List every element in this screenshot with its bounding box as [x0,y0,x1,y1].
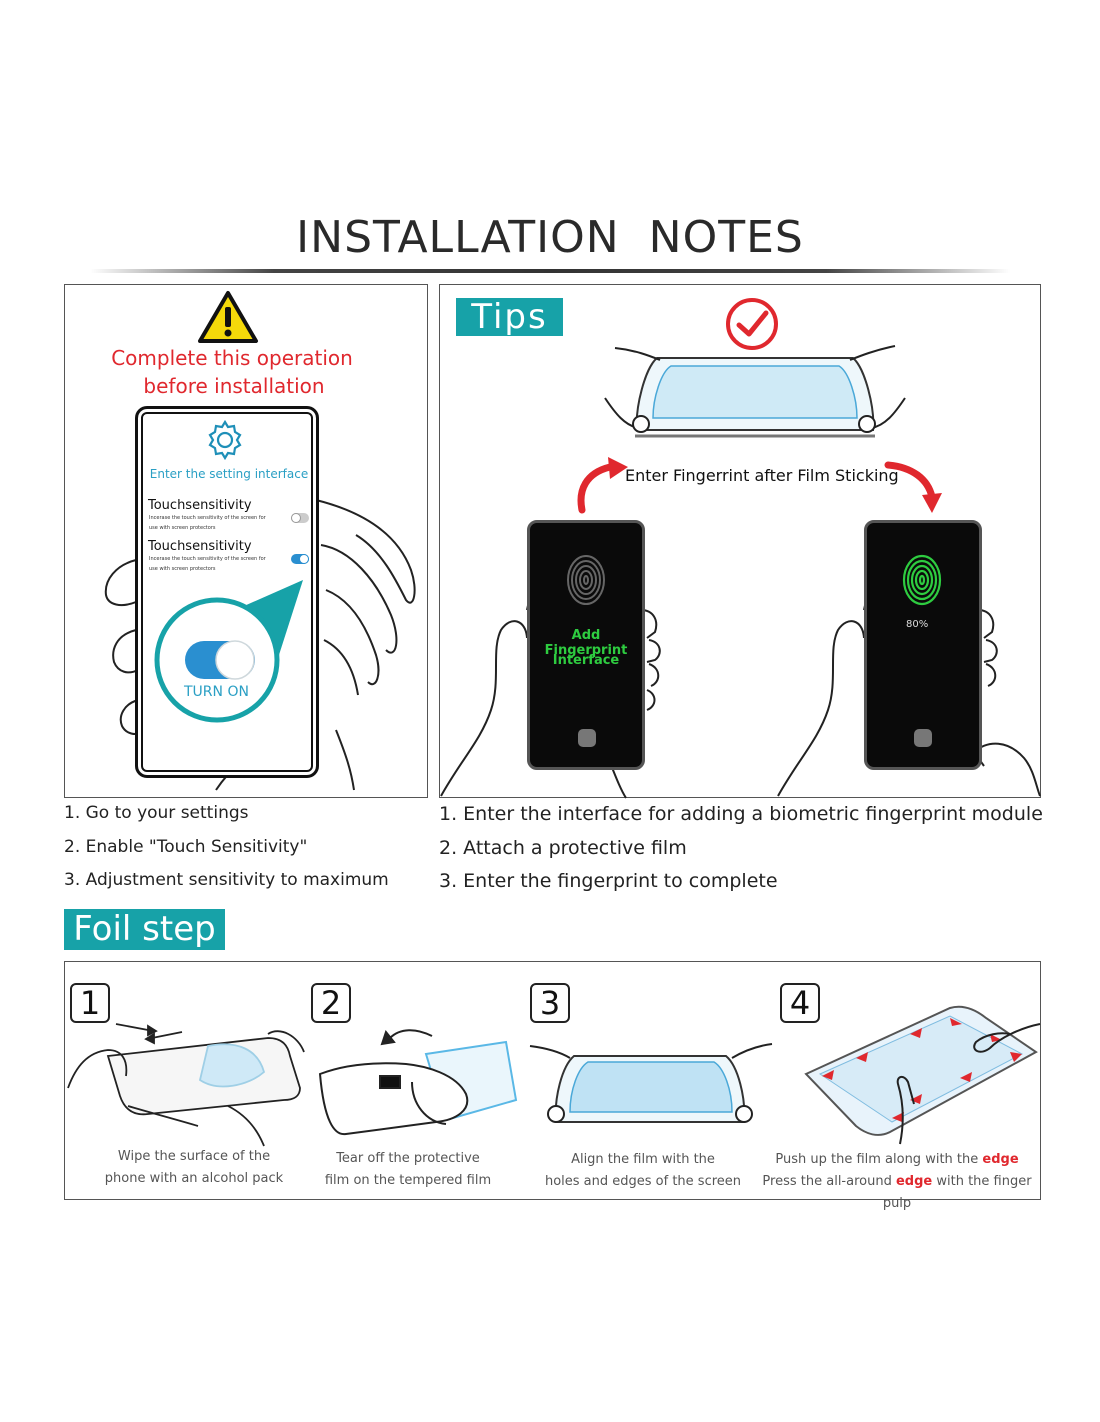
step-number-1: 1 [70,983,110,1023]
page-title: INSTALLATION NOTES [296,212,804,263]
home-fingerprint-button-2[interactable] [914,729,932,747]
step-4-caption: Push up the film along with the edge Pre… [762,1152,1032,1211]
fingerprint-icon-gray [567,555,605,605]
arrow-caption: Enter Fingerrint after Film Sticking [625,466,899,485]
touch-sensitivity-desc-1a: Incerase the touch sensitivity of the sc… [149,515,266,521]
touch-sensitivity-title-2: Touchsensitivity [148,539,252,554]
tips-badge: Tips [456,298,563,336]
step-number-4: 4 [780,983,820,1023]
settings-step-1: 1. Go to your settings [64,803,249,823]
warning-text-line2: before installation [143,374,325,398]
toggle-off[interactable] [291,513,309,523]
curved-arrow-right-icon [884,461,942,513]
tips-steps: 1. Enter the interface for adding a biom… [439,803,1043,904]
home-fingerprint-button[interactable] [578,729,596,747]
toggle-on[interactable] [291,554,309,564]
settings-step-2: 2. Enable "Touch Sensitivity" [64,836,308,857]
step-3-caption: Align the film with the holes and edges … [544,1152,742,1189]
fingerprint-icon-green [902,554,942,606]
align-film-illustration [529,1043,773,1123]
warning-text-line1: Complete this operation [111,346,353,370]
edge-highlight-2: edge [895,1174,933,1189]
gear-icon [208,419,242,461]
edge-highlight-1: edge [982,1152,1019,1167]
title-divider [90,269,1010,273]
step-number-3: 3 [530,983,570,1023]
enter-setting-label: Enter the setting interface [149,467,309,481]
touch-sensitivity-desc-2b: use with screen protectors [149,566,216,572]
tips-step-2: 2. Attach a protective film [439,836,687,859]
interface-text: Interface [552,653,620,668]
fingerprint-percent: 80% [906,619,929,630]
touch-sensitivity-desc-2a: Incerase the touch sensitivity of the sc… [149,556,266,562]
press-edge-illustration [804,1005,1041,1145]
tips-step-3: 3. Enter the fingerprint to complete [439,870,778,892]
add-fingerprint-text: Add Fingerprint [544,628,628,658]
wipe-phone-illustration [67,1023,305,1147]
turn-on-label: TURN ON [184,684,249,700]
glass-alignment-illustration [604,345,906,438]
settings-step-3: 3. Adjustment sensitivity to maximum [64,870,389,890]
step-1-caption: Wipe the surface of the phone with an al… [104,1149,284,1186]
toggle-zoom-callout [154,580,303,723]
settings-steps: 1. Go to your settings 2. Enable "Touch … [64,803,389,904]
check-icon [726,298,778,350]
foil-step-badge: Foil step [64,909,225,950]
tear-film-illustration [318,1029,518,1136]
step-number-2: 2 [311,983,351,1023]
touch-sensitivity-title-1: Touchsensitivity [148,498,252,513]
warning-icon [198,291,258,343]
tips-step-1: 1. Enter the interface for adding a biom… [439,803,1043,825]
curved-arrow-left-icon [577,457,628,514]
touch-sensitivity-desc-1b: use with screen protectors [149,525,216,531]
step-2-caption: Tear off the protective film on the temp… [324,1151,492,1188]
